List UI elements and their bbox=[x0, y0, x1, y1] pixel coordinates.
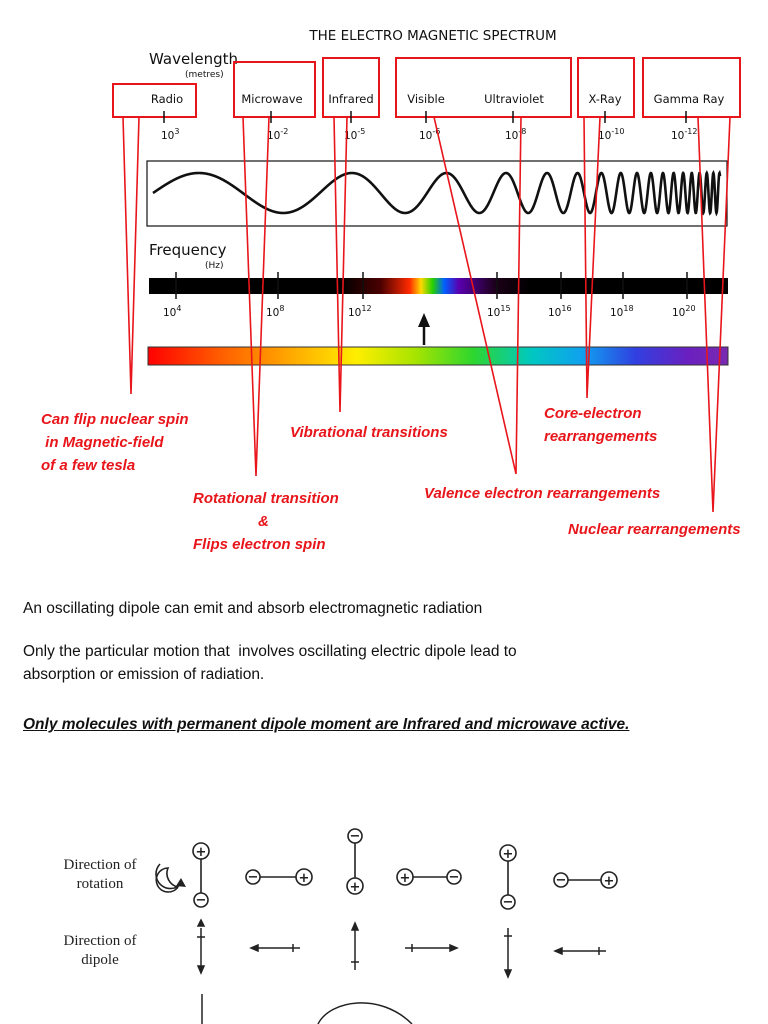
radio-pointer bbox=[122, 116, 140, 395]
visible-rainbow-bar bbox=[147, 346, 729, 366]
svg-text:+: + bbox=[604, 874, 615, 889]
visible-uv-pointer bbox=[433, 116, 522, 475]
wl-tick-5: 10-10 bbox=[598, 127, 624, 142]
svg-text:−: − bbox=[503, 895, 514, 910]
rotation-direction-label: Direction of rotation bbox=[63, 857, 137, 892]
frequency-unit: (Hz) bbox=[205, 261, 224, 271]
dipole-3: − + bbox=[346, 828, 364, 895]
visible-uv-box bbox=[395, 57, 572, 118]
svg-text:+: + bbox=[196, 845, 207, 860]
partial-arc bbox=[317, 1002, 413, 1024]
dipole-2: − + bbox=[245, 868, 313, 886]
paragraph-dipole-emit: An oscillating dipole can emit and absor… bbox=[23, 600, 483, 617]
paragraph-permanent-dipole: Only molecules with permanent dipole mom… bbox=[23, 716, 630, 733]
freq-tick-3: 1015 bbox=[487, 304, 511, 319]
svg-text:−: − bbox=[449, 870, 460, 885]
microwave-pointer bbox=[242, 116, 270, 477]
svg-text:−: − bbox=[556, 873, 567, 888]
dipole-arrow-1 bbox=[196, 918, 206, 975]
region-ultraviolet: Ultraviolet bbox=[484, 92, 544, 106]
freq-tick-4: 1016 bbox=[548, 304, 572, 319]
freq-tick-2: 1012 bbox=[348, 304, 372, 319]
wavelength-label: Wavelength bbox=[149, 50, 238, 68]
visible-up-arrow-icon bbox=[418, 313, 430, 345]
radio-box bbox=[112, 83, 197, 118]
wave-curve bbox=[152, 169, 722, 217]
annotation-infrared: Vibrational transitions bbox=[290, 424, 448, 441]
gammaray-pointer bbox=[697, 116, 731, 513]
infrared-pointer bbox=[333, 116, 348, 413]
dipole-6: − + bbox=[553, 871, 618, 889]
annotation-valence: Valence electron rearrangements bbox=[424, 485, 661, 502]
infrared-box bbox=[322, 57, 380, 118]
svg-text:−: − bbox=[350, 829, 361, 844]
wl-tick-3: 10-6 bbox=[419, 127, 440, 142]
dipole-arrow-6 bbox=[553, 946, 606, 956]
svg-text:+: + bbox=[299, 871, 310, 886]
region-visible: Visible bbox=[407, 92, 445, 106]
svg-text:+: + bbox=[350, 880, 361, 895]
region-xray: X-Ray bbox=[588, 92, 621, 106]
freq-tick-6: 1020 bbox=[672, 304, 696, 319]
rotation-arrow-icon bbox=[155, 867, 179, 893]
annotation-core: Core-electron rearrangements bbox=[544, 405, 658, 445]
region-microwave: Microwave bbox=[241, 92, 302, 106]
frequency-bar bbox=[149, 278, 728, 294]
wl-tick-6: 10-12 bbox=[671, 127, 697, 142]
gammaray-box bbox=[642, 57, 741, 118]
xray-box bbox=[577, 57, 635, 118]
em-spectrum-diagram: THE ELECTRO MAGNETIC SPECTRUM Wavelength… bbox=[112, 28, 741, 513]
dipole-arrow-2 bbox=[249, 943, 300, 953]
region-radio: Radio bbox=[151, 92, 183, 106]
freq-tick-0: 104 bbox=[163, 304, 181, 319]
region-infrared: Infrared bbox=[328, 92, 373, 106]
annotation-nuclear: Nuclear rearrangements bbox=[568, 521, 741, 538]
paragraph-oscillating-motion: Only the particular motion that involves… bbox=[23, 643, 517, 683]
wl-tick-0: 103 bbox=[161, 127, 179, 142]
dipole-5: + − bbox=[499, 844, 517, 910]
annotation-radio: Can flip nuclear spin in Magnetic-field … bbox=[41, 411, 189, 474]
svg-text:+: + bbox=[400, 871, 411, 886]
svg-text:+: + bbox=[503, 847, 514, 862]
freq-tick-5: 1018 bbox=[610, 304, 634, 319]
dipole-arrow-5 bbox=[503, 928, 513, 979]
dipole-arrow-3 bbox=[350, 921, 360, 970]
spectrum-title: THE ELECTRO MAGNETIC SPECTRUM bbox=[308, 28, 556, 44]
microwave-box bbox=[233, 61, 316, 118]
region-gammaray: Gamma Ray bbox=[654, 92, 725, 106]
annotation-microwave: Rotational transition & Flips electron s… bbox=[193, 490, 339, 553]
dipole-direction-label: Direction of dipole bbox=[63, 933, 137, 968]
dipole-rotation-diagram: + − − + − + + − bbox=[155, 828, 618, 1024]
svg-text:−: − bbox=[196, 893, 207, 908]
freq-tick-1: 108 bbox=[266, 304, 284, 319]
svg-text:−: − bbox=[248, 870, 259, 885]
dipole-4: + − bbox=[396, 868, 462, 886]
wl-tick-4: 10-8 bbox=[505, 127, 526, 142]
frequency-label: Frequency bbox=[149, 241, 227, 259]
wl-tick-1: 10-2 bbox=[267, 127, 288, 142]
dipole-1: + − bbox=[192, 842, 210, 908]
wavelength-unit: (metres) bbox=[185, 70, 224, 80]
dipole-arrow-4 bbox=[405, 943, 459, 953]
xray-pointer bbox=[583, 116, 601, 399]
